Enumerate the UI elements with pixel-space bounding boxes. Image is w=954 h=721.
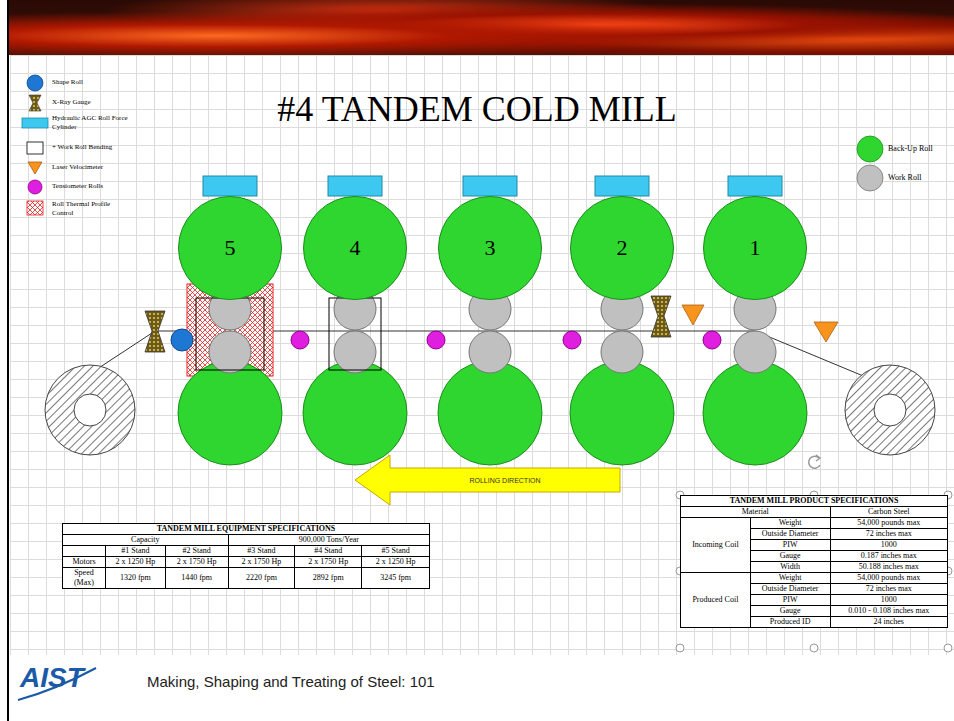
stand-number: 4 bbox=[350, 235, 361, 261]
table-cell: Outside Diameter bbox=[750, 584, 830, 595]
legend-swatch bbox=[28, 162, 42, 174]
table-cell: Material bbox=[681, 507, 831, 518]
backup-roll bbox=[178, 361, 807, 465]
selection-handle bbox=[676, 491, 952, 652]
table-cell: Produced Coil bbox=[681, 573, 751, 628]
table-cell: 2 x 1750 Hp bbox=[165, 557, 228, 568]
legend-swatch bbox=[22, 118, 48, 128]
legend-text: Laser Velocimeter bbox=[52, 163, 132, 172]
table-cell: 3245 fpm bbox=[362, 568, 430, 589]
rotate-handle bbox=[809, 455, 820, 468]
legend-text: Hydraulic AGC Roll Force Cylinder bbox=[52, 114, 128, 132]
backup-roll: 2 bbox=[570, 196, 674, 300]
table-cell: #5 Stand bbox=[362, 546, 430, 557]
table-cell: 1000 bbox=[830, 540, 948, 551]
table-cell: 72 inches max bbox=[830, 529, 948, 540]
legend-swatch bbox=[27, 75, 43, 91]
table-cell: 900,000 Tons/Year bbox=[228, 535, 429, 546]
slide-caption: Making, Shaping and Treating of Steel: 1… bbox=[147, 673, 435, 690]
table-cell: 2 x 1250 Hp bbox=[105, 557, 165, 568]
slide-title: #4 TANDEM COLD MILL bbox=[0, 88, 954, 130]
arrow-label: ROLLING DIRECTION bbox=[469, 477, 540, 484]
table-cell: 54,000 pounds max bbox=[830, 573, 948, 584]
table-cell: Gauge bbox=[750, 606, 830, 617]
table-cell: Capacity bbox=[63, 535, 229, 546]
table-cell: #4 Stand bbox=[295, 546, 362, 557]
table-cell: #3 Stand bbox=[228, 546, 295, 557]
bending-box bbox=[196, 298, 264, 370]
table-cell: Gauge bbox=[750, 551, 830, 562]
table-title: TANDEM MILL EQUIPMENT SPECIFICATIONS bbox=[63, 524, 430, 535]
table-title: TANDEM MILL PRODUCT SPECIFICATIONS bbox=[681, 496, 948, 507]
legend-text: Work Roll bbox=[888, 173, 948, 183]
table-cell: 50.188 inches max bbox=[830, 562, 948, 573]
agc-cylinder bbox=[203, 176, 782, 196]
legend-text: Shape Roll bbox=[52, 78, 132, 87]
backup-roll: 5 bbox=[178, 196, 282, 300]
table-cell: 1000 bbox=[830, 595, 948, 606]
table-cell: 2220 fpm bbox=[228, 568, 295, 589]
table-cell: 24 inches bbox=[830, 617, 948, 628]
table-cell: 1440 fpm bbox=[165, 568, 228, 589]
logo-text: AIST bbox=[20, 662, 84, 694]
legend-swatch bbox=[857, 136, 883, 162]
table-cell: Motors bbox=[63, 557, 106, 568]
table-cell: #1 Stand bbox=[105, 546, 165, 557]
table-cell: 72 inches max bbox=[830, 584, 948, 595]
stand-number: 1 bbox=[750, 235, 761, 261]
legend-text: Tensiometer Rolls bbox=[52, 182, 132, 191]
direction-arrow: ROLLING DIRECTION bbox=[355, 455, 620, 505]
legend-text: + Work Roll Bending bbox=[52, 143, 132, 152]
slide-border bbox=[7, 0, 9, 721]
legend-text: Back-Up Roll bbox=[888, 144, 948, 154]
stand-number: 3 bbox=[485, 235, 496, 261]
shape-roll bbox=[171, 329, 193, 351]
legend-text: X-Ray Gauge bbox=[52, 98, 132, 107]
table-cell: 2 x 1750 Hp bbox=[295, 557, 362, 568]
backup-roll: 1 bbox=[703, 196, 807, 300]
legend-swatch bbox=[28, 180, 42, 194]
equipment-table: TANDEM MILL EQUIPMENT SPECIFICATIONSCapa… bbox=[62, 523, 430, 589]
table-cell: Produced ID bbox=[750, 617, 830, 628]
legend-swatch bbox=[857, 165, 883, 191]
backup-roll: 4 bbox=[303, 196, 407, 300]
table-cell: 2 x 1250 Hp bbox=[362, 557, 430, 568]
table-cell: PIW bbox=[750, 595, 830, 606]
table-cell: Carbon Steel bbox=[830, 507, 948, 518]
table-cell: 54,000 pounds max bbox=[830, 518, 948, 529]
table-cell: 1320 fpm bbox=[105, 568, 165, 589]
table-cell: Outside Diameter bbox=[750, 529, 830, 540]
table-cell: #2 Stand bbox=[165, 546, 228, 557]
legend-symbol bbox=[27, 95, 43, 215]
table-cell: Incoming Coil bbox=[681, 518, 751, 573]
xray-gauge bbox=[145, 296, 671, 352]
work-roll bbox=[209, 288, 776, 373]
stand-number: 5 bbox=[225, 235, 236, 261]
table-cell: Weight bbox=[750, 573, 830, 584]
bending-box bbox=[329, 298, 381, 370]
steel-banner bbox=[8, 0, 954, 55]
table-cell: Speed (Max) bbox=[63, 568, 106, 589]
table-cell: 0.187 inches max bbox=[830, 551, 948, 562]
table-cell: 0.010 - 0.108 inches max bbox=[830, 606, 948, 617]
table-cell: Weight bbox=[750, 518, 830, 529]
table-cell: 2 x 1750 Hp bbox=[228, 557, 295, 568]
table-cell bbox=[63, 546, 106, 557]
backup-roll: 3 bbox=[438, 196, 542, 300]
table-cell: PIW bbox=[750, 540, 830, 551]
product-table: TANDEM MILL PRODUCT SPECIFICATIONSMateri… bbox=[680, 495, 948, 628]
laser-velocimeter bbox=[682, 305, 838, 342]
table-cell: 2892 fpm bbox=[295, 568, 362, 589]
table-cell: Width bbox=[750, 562, 830, 573]
legend-text: Roll Thermal Profile Control bbox=[52, 200, 122, 218]
stand-number: 2 bbox=[617, 235, 628, 261]
